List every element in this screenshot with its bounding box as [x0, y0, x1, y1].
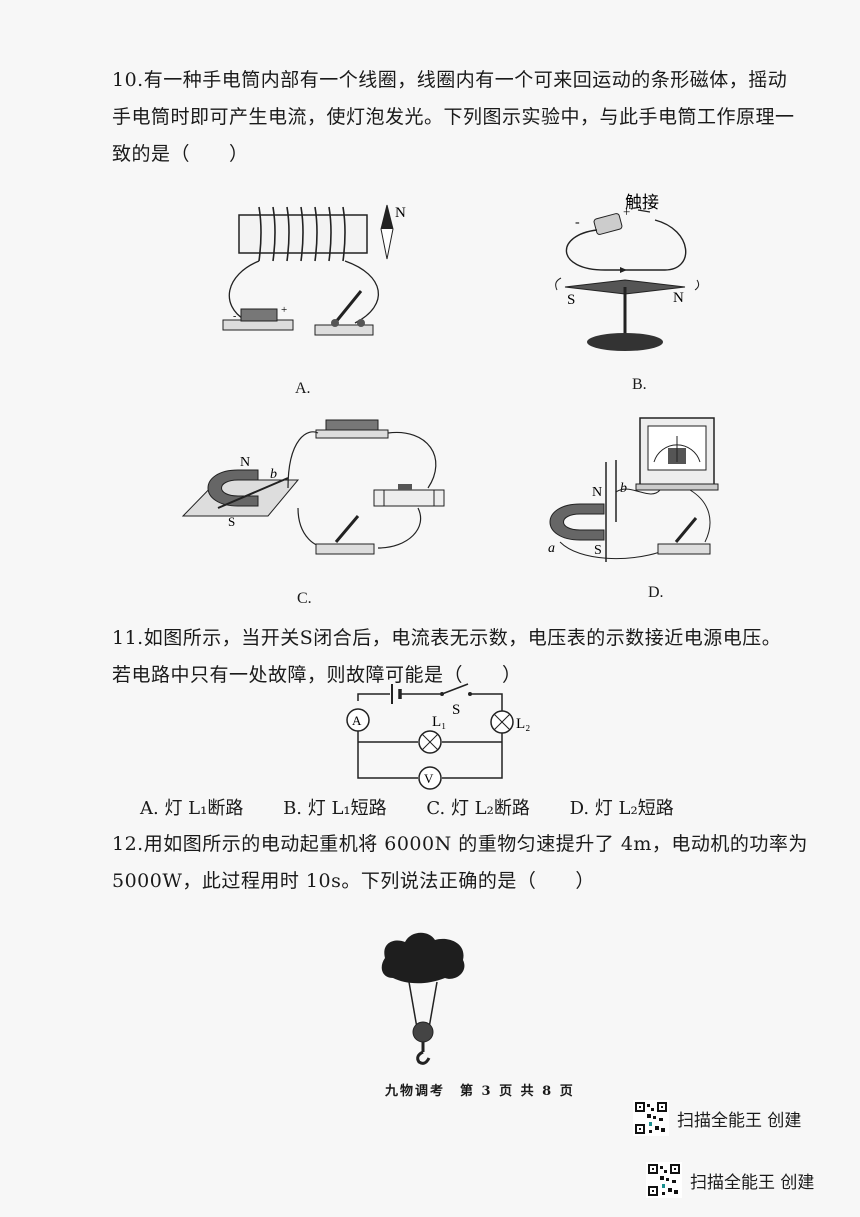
figure-b-label: B.: [632, 376, 647, 393]
qr-code-icon: [633, 1100, 669, 1136]
question-10-line-1: 10.有一种手电筒内部有一个线圈，线圈内有一个可来回运动的条形磁体，摇动: [112, 69, 788, 91]
figure-d-north-label: N: [592, 485, 602, 500]
figure-a-label: A.: [295, 380, 311, 397]
scanner-stamp-1: 扫描全能王 创建: [633, 1100, 801, 1136]
scanner-stamp-1-text: 扫描全能王 创建: [677, 1110, 802, 1131]
figure-b-north-label: N: [673, 290, 684, 306]
figure-c-label: C.: [297, 590, 312, 607]
page-footer: 九物调考 第 3 页 共 8 页: [385, 1084, 575, 1099]
svg-text:+: +: [281, 304, 287, 316]
qr-code-icon: [646, 1162, 682, 1198]
figure-d-a-label: a: [548, 541, 555, 556]
scanner-stamp-2: 扫描全能王 创建: [646, 1162, 814, 1198]
question-10-line-3: 致的是（ ）: [112, 143, 249, 165]
figure-a-north-label: N: [395, 205, 406, 221]
figure-d-south-label: S: [594, 543, 602, 558]
figure-d-generator: N b a S: [548, 417, 719, 562]
figure-c-south-label: S: [228, 514, 235, 529]
switch-s-label: S: [452, 702, 460, 718]
svg-text:+: +: [623, 204, 630, 219]
question-12-line-2: 5000W，此过程用时 10s。下列说法正确的是（ ）: [112, 870, 595, 892]
figure-b-touch-label: 触接: [625, 193, 659, 212]
ammeter-label: A: [352, 713, 362, 728]
scanner-stamp-2-text: 扫描全能王 创建: [690, 1172, 815, 1193]
figure-c-north-label: N: [240, 455, 250, 470]
question-11-line-2: 若电路中只有一处故障，则故障可能是（ ）: [112, 664, 522, 686]
question-10-line-2: 手电筒时即可产生电流，使灯泡发光。下列图示实验中，与此手电筒工作原理一: [112, 106, 795, 128]
lamp-l2-label: L₂: [516, 716, 530, 732]
figure-12-crane: [381, 932, 465, 1065]
figure-11-circuit: S A L₂ L₁ V: [346, 683, 530, 790]
option-d: D. 灯 L₂短路: [569, 798, 674, 819]
figure-b-oersted: 触接 - + S N: [555, 193, 700, 351]
svg-text:-: -: [575, 215, 580, 230]
figure-c-motor: N b S: [181, 419, 445, 555]
voltmeter-label: V: [424, 771, 434, 786]
figure-c-b-label: b: [270, 467, 277, 482]
option-b: B. 灯 L₁短路: [283, 798, 387, 819]
figure-b-south-label: S: [567, 292, 575, 308]
figure-d-label: D.: [648, 584, 664, 601]
option-a: A. 灯 L₁断路: [140, 798, 244, 819]
svg-text:-: -: [233, 311, 236, 322]
figure-a-electromagnet: - + N: [222, 204, 406, 336]
figure-d-b-label: b: [620, 481, 627, 496]
question-11-line-1: 11.如图所示，当开关S闭合后，电流表无示数，电压表的示数接近电源电压。: [112, 627, 782, 649]
option-c: C. 灯 L₂断路: [426, 798, 530, 819]
question-11-options: A. 灯 L₁断路 B. 灯 L₁短路 C. 灯 L₂断路 D. 灯 L₂短路: [140, 794, 708, 820]
lamp-l1-label: L₁: [432, 714, 446, 730]
question-12-line-1: 12.用如图所示的电动起重机将 6000N 的重物匀速提升了 4m，电动机的功率…: [112, 833, 808, 855]
